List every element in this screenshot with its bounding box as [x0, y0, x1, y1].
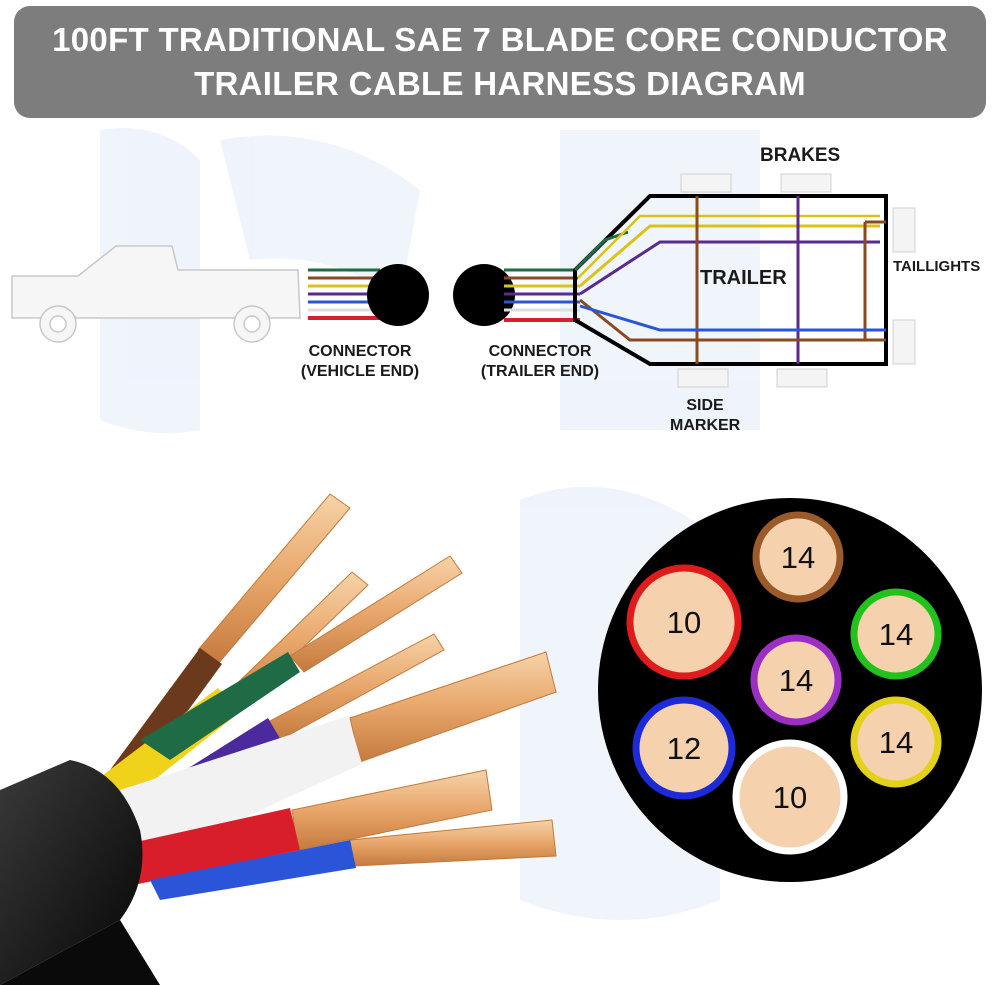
- trailer-label: TRAILER: [700, 267, 787, 289]
- trailer-outline: [573, 194, 888, 366]
- connector-vehicle-line-2: (VEHICLE END): [300, 363, 420, 380]
- connector-pin-gauge: 14: [879, 617, 913, 652]
- truck-icon: [11, 245, 301, 343]
- connector-pin: [850, 696, 942, 788]
- title-line-1: 100FT TRADITIONAL SAE 7 BLADE CORE CONDU…: [52, 21, 948, 58]
- connector-pin: [626, 564, 742, 680]
- taillights-label: TAILLIGHTS: [893, 258, 981, 275]
- connector-pin: [632, 696, 736, 800]
- connector-pin-gauge: 14: [781, 540, 815, 575]
- connector-vehicle-label: CONNECTOR (VEHICLE END): [292, 342, 428, 382]
- side-marker-line-2: MARKER: [670, 417, 741, 434]
- connector-pin-gauge: 14: [879, 725, 913, 760]
- cable-jacket-shadow: [0, 920, 160, 985]
- connector-pin-gauge: 12: [667, 731, 701, 766]
- connector-pin: [732, 739, 848, 855]
- brakes-label: BRAKES: [760, 145, 841, 166]
- connector-pin-gauge: 14: [779, 663, 813, 698]
- connector-vehicle-line-1: CONNECTOR: [308, 343, 412, 360]
- trailer-connector: [453, 264, 515, 326]
- connector-pin-gauge: 10: [773, 780, 807, 815]
- title-line-2: TRAILER CABLE HARNESS DIAGRAM: [194, 65, 806, 102]
- cable-jacket: [0, 760, 143, 985]
- trailer-wiring: [573, 196, 886, 364]
- connector-trailer-line-1: CONNECTOR: [488, 343, 592, 360]
- trailer-connector-wires: [504, 268, 580, 322]
- title-banner: 100FT TRADITIONAL SAE 7 BLADE CORE CONDU…: [14, 6, 986, 118]
- side-marker-label: SIDE MARKER: [670, 396, 740, 436]
- side-marker-line-1: SIDE: [686, 397, 724, 414]
- connector-trailer-line-2: (TRAILER END): [480, 363, 600, 380]
- connector-pin: [750, 634, 842, 726]
- marker-lights: [677, 173, 916, 388]
- connector-trailer-label: CONNECTOR (TRAILER END): [472, 342, 608, 382]
- vehicle-connector: [367, 264, 429, 326]
- connector-pin: [850, 588, 942, 680]
- connector-pin-gauge: 10: [667, 605, 701, 640]
- connector-pin: [752, 511, 844, 603]
